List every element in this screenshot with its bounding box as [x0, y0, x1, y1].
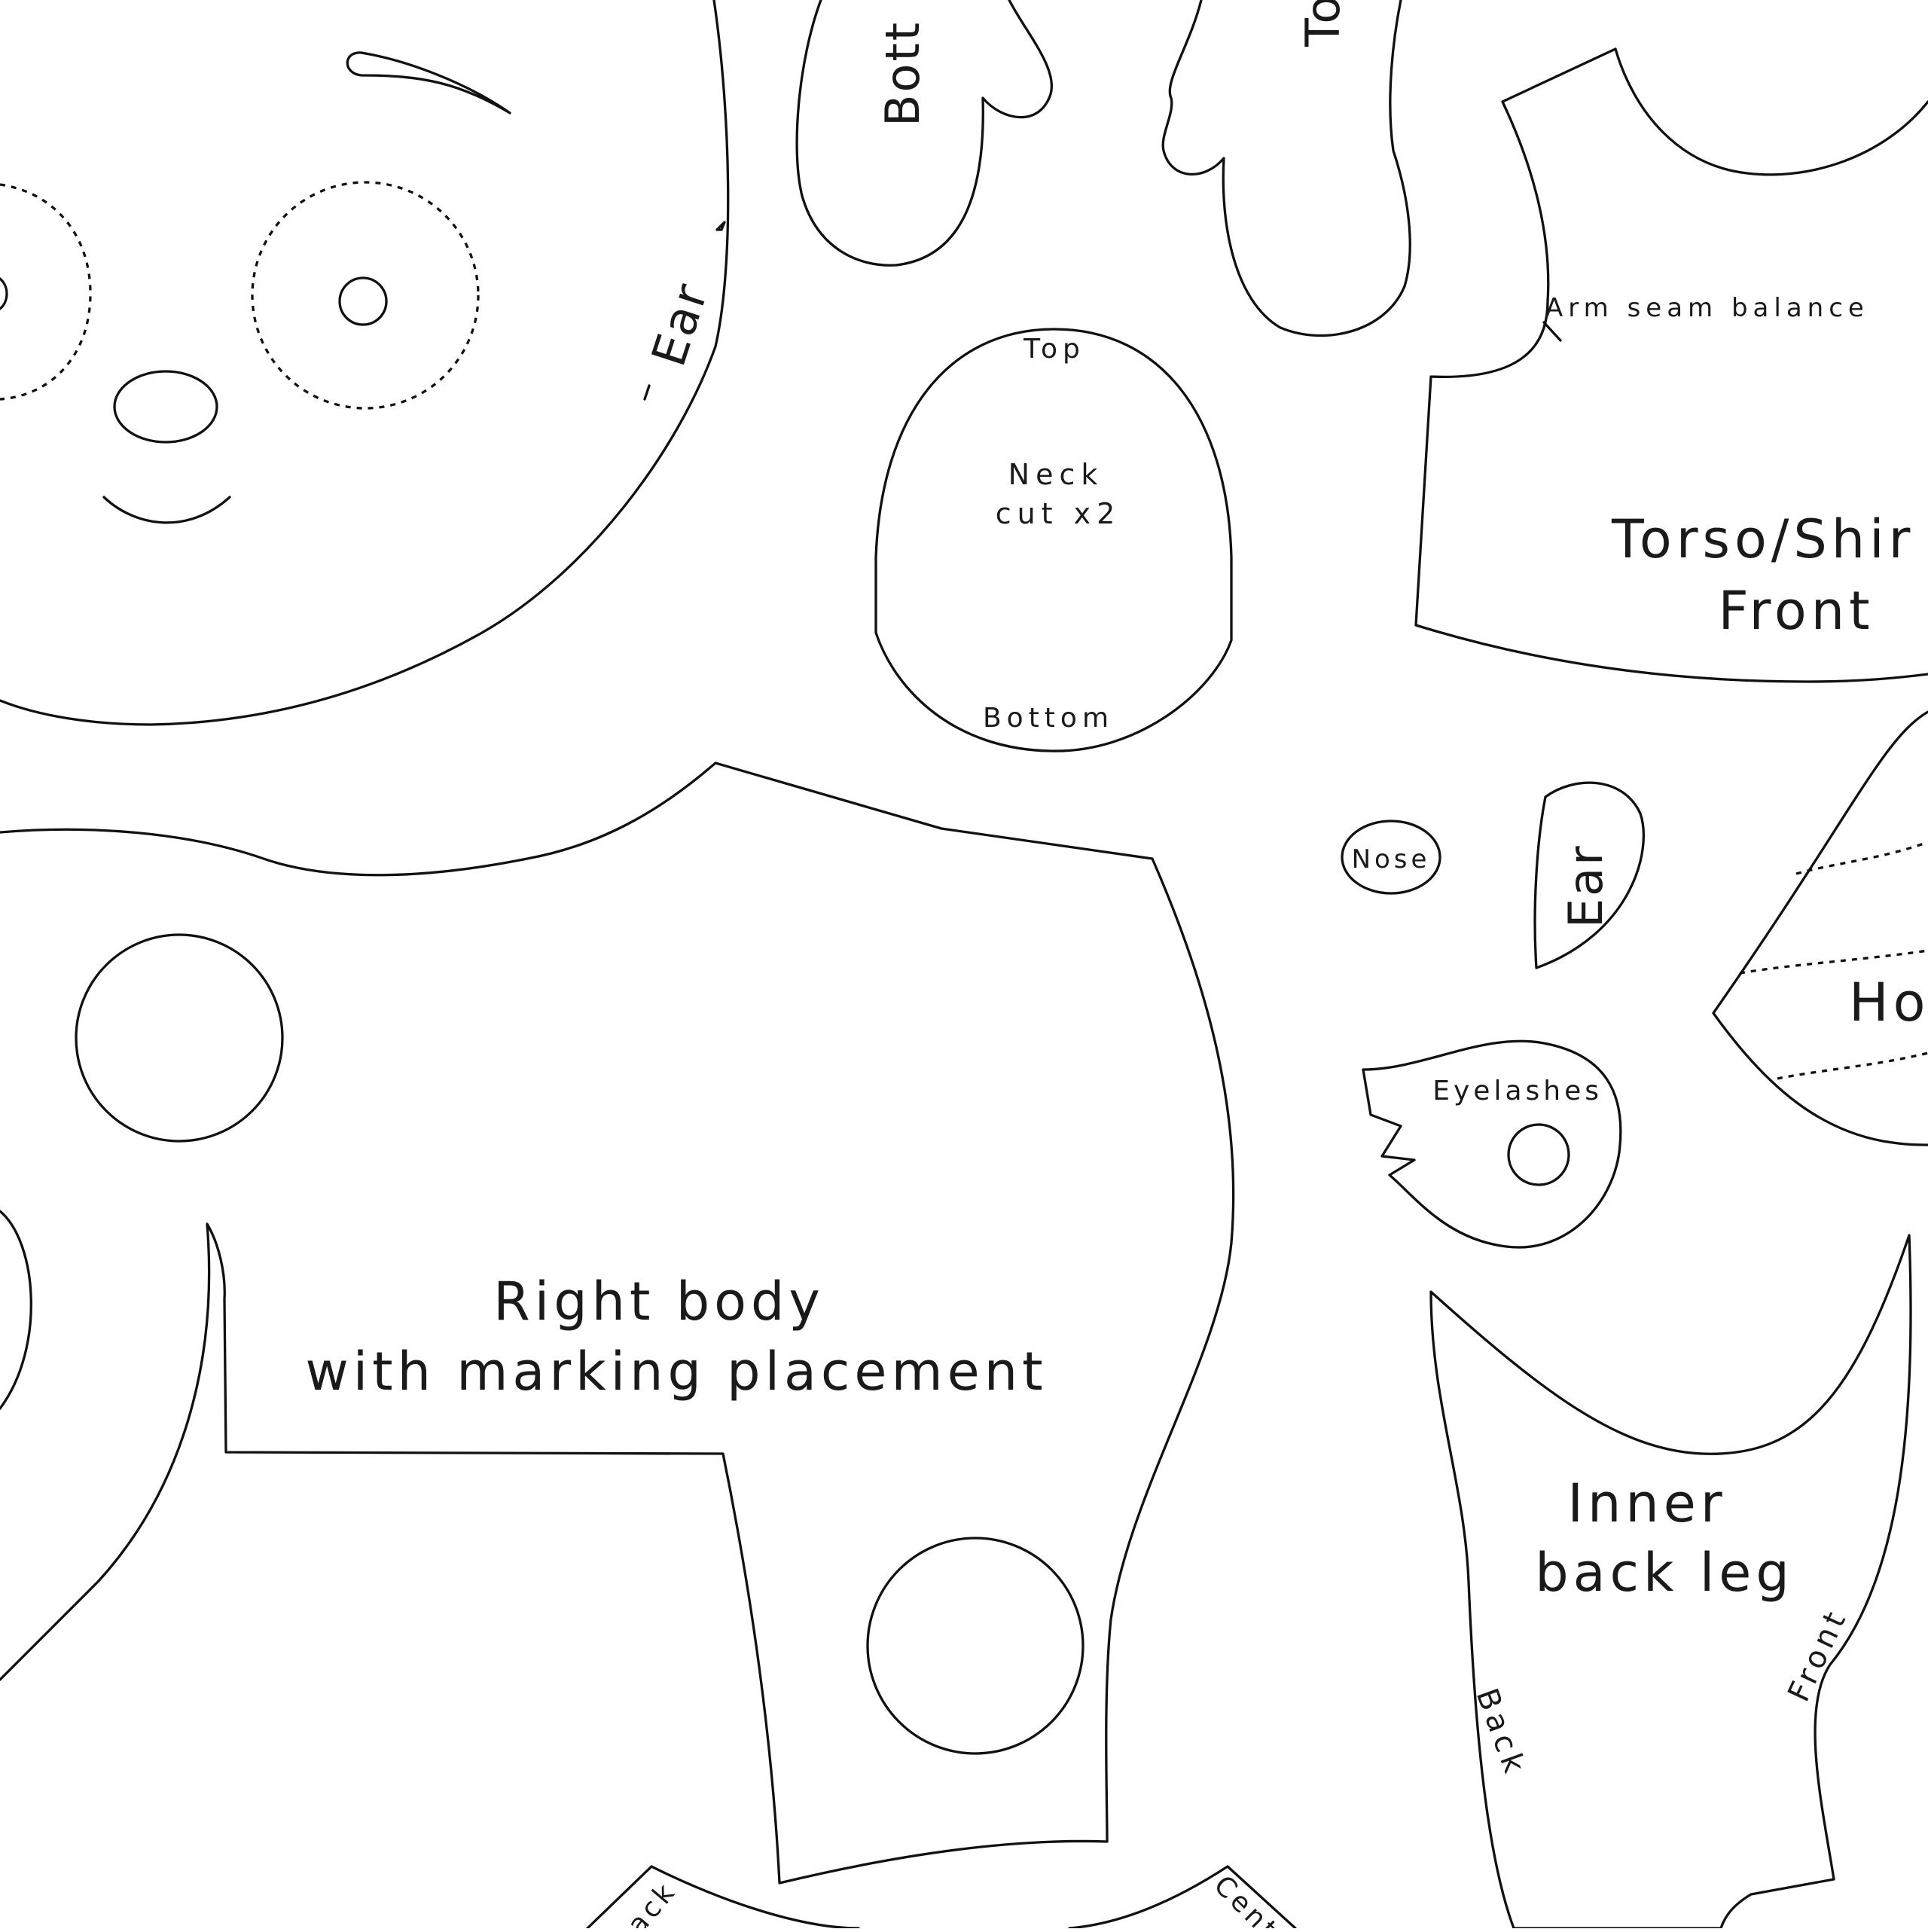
hood-piece: Ho: [1712, 710, 1928, 1146]
eyebrow-shape: [346, 51, 511, 114]
ear-label: Ear: [1558, 844, 1613, 928]
hood-label: Ho: [1849, 972, 1928, 1033]
lower-piece: ack Cent: [586, 1865, 1297, 1932]
inner-back-leg-outline: [1429, 1234, 1912, 1930]
torso-label-line2: Front: [1718, 580, 1874, 642]
neck-label-line2: cut x2: [996, 497, 1121, 530]
head-outline: [0, 0, 730, 726]
inner-leg-label-line1: Inner: [1567, 1473, 1726, 1534]
torso-label-line1: Torso/Shir: [1611, 508, 1914, 570]
neck-label-line1: Neck: [1008, 458, 1104, 491]
eyelashes-eye-circle: [1507, 1123, 1570, 1186]
head-ear-label: Ear: [641, 276, 719, 373]
nose-outline: [1341, 819, 1441, 895]
ear-mark-upper: [715, 221, 726, 231]
eye-pupil-left: [0, 277, 8, 310]
nose-placement: [113, 370, 218, 444]
bottom-mitten-piece: Bott: [795, 0, 1054, 267]
top-mitten-piece: To: [1161, 0, 1411, 337]
ear-mark-lower: [643, 384, 651, 401]
torso-front-piece: Arm seam balance Torso/Shir Front: [1414, 47, 1928, 683]
right-body-piece: Right body with marking placement: [0, 762, 1235, 1885]
marking-circle-lower: [866, 1537, 1084, 1755]
head-piece: Ear: [0, 0, 730, 726]
right-body-left-curve: [0, 1210, 32, 1410]
eye-placement-left: [0, 183, 92, 401]
top-mitten-label: To: [1295, 0, 1350, 47]
inner-back-leg-piece: Inner back leg Back Front: [1429, 1234, 1912, 1930]
eyelashes-outline: [1362, 1039, 1622, 1249]
nose-piece: Nose: [1341, 819, 1441, 895]
neck-bottom-label: Bottom: [983, 703, 1114, 734]
ear-piece: Ear: [1533, 781, 1646, 969]
torso-front-outline: [1414, 47, 1928, 683]
neck-outline: [874, 328, 1233, 752]
lower-back-label: ack: [621, 1876, 682, 1928]
eye-pupil-right: [338, 276, 388, 326]
neck-top-label: Top: [1023, 334, 1085, 365]
inner-leg-front-label: Front: [1781, 1603, 1854, 1707]
bottom-mitten-outline: [795, 0, 1054, 267]
inner-leg-label-line2: back leg: [1535, 1542, 1794, 1604]
ear-outline: [1533, 781, 1646, 969]
neck-piece: Top Neck cut x2 Bottom: [874, 328, 1233, 752]
mouth-line: [102, 496, 231, 524]
hood-outline: [1712, 710, 1928, 1146]
hood-fold-line-3: [1777, 1051, 1928, 1080]
hood-fold-line-2: [1739, 949, 1928, 975]
right-body-label-line2: with marking placement: [305, 1341, 1047, 1402]
lower-center-label: Cent: [1208, 1869, 1286, 1928]
nose-label: Nose: [1352, 844, 1431, 874]
marking-circle-upper: [75, 933, 284, 1143]
hood-fold-line-1: [1795, 841, 1928, 875]
right-body-outline: [0, 762, 1235, 1885]
lower-piece-outline: [586, 1865, 1297, 1930]
eyelashes-label: Eyelashes: [1432, 1076, 1603, 1106]
arm-seam-label: Arm seam balance: [1545, 293, 1869, 323]
right-body-label-line1: Right body: [493, 1271, 825, 1332]
eyelashes-piece: Eyelashes: [1362, 1039, 1622, 1249]
arm-seam-balance-mark: [1542, 321, 1562, 342]
eye-placement-right: [251, 181, 480, 410]
bottom-mitten-label: Bott: [875, 20, 930, 127]
top-mitten-outline: [1161, 0, 1411, 337]
